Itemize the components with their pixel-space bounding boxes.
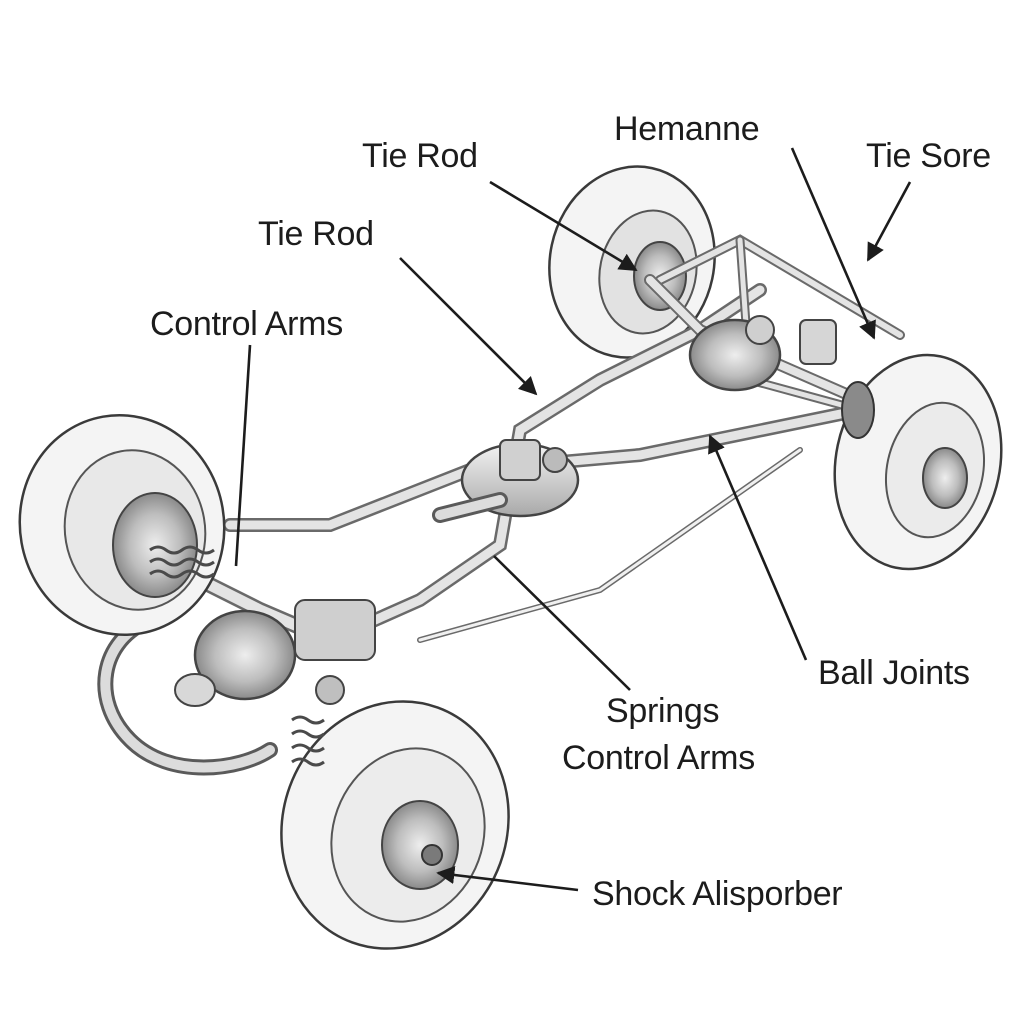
- tie-rod-lower-leader: [399, 257, 538, 396]
- frame-tubes: [97, 234, 905, 776]
- callout-leaders: [234, 147, 912, 892]
- springs-leader: [493, 555, 631, 691]
- center-gearbox: [432, 439, 580, 523]
- label-control-arms-left: Control Arms: [150, 305, 343, 343]
- hemanne-leader: [790, 147, 876, 340]
- label-tie-sore: Tie Sore: [866, 137, 991, 175]
- tie-sore-leader: [866, 181, 912, 262]
- control-arms-left-leader: [234, 344, 252, 567]
- front-left-wheel: [18, 413, 226, 637]
- label-springs: Springs: [606, 692, 720, 730]
- front-right-shock: [291, 715, 325, 767]
- front-left-spring: [149, 545, 215, 579]
- label-control-arms-bottom: Control Arms: [562, 739, 755, 777]
- rear-right-wheel: [833, 353, 1003, 571]
- label-ball-joints: Ball Joints: [818, 654, 970, 692]
- rear-differential: [688, 315, 837, 392]
- label-shock-absorber: Shock Alisporber: [592, 875, 843, 913]
- tie-rod-upper-leader: [489, 180, 638, 272]
- label-tie-rod-lower: Tie Rod: [258, 215, 374, 253]
- shock-absorber-leader: [436, 865, 579, 892]
- front-differential: [174, 599, 376, 707]
- label-hemanne: Hemanne: [614, 110, 760, 148]
- ball-joints-leader: [708, 434, 808, 661]
- front-right-wheel: [280, 700, 510, 950]
- label-tie-rod-upper: Tie Rod: [362, 137, 478, 175]
